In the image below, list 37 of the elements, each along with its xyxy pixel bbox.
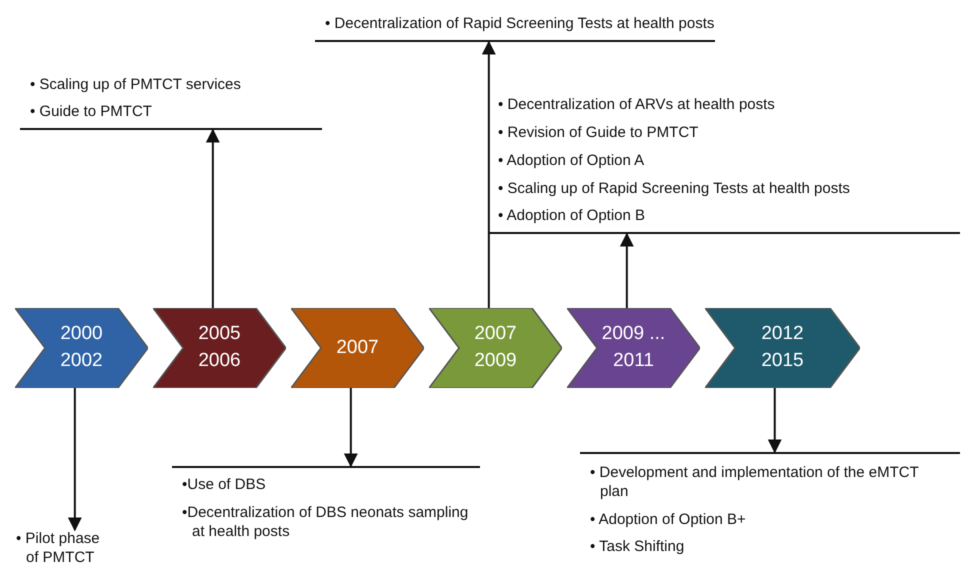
year-label: 2000 (60, 324, 103, 345)
timeline-step (429, 308, 562, 388)
year-label: 2011 (613, 351, 654, 372)
bullet-item: • Adoption of Option B+ (590, 510, 747, 530)
timeline-step (291, 308, 424, 388)
arrow (68, 388, 82, 532)
year-label: 2002 (60, 351, 103, 372)
year-label: 2007 (474, 324, 517, 345)
bullet-item: • Scaling up of PMTCT services (30, 76, 242, 94)
arrow (620, 232, 634, 308)
bullet-item: • Adoption of Option A (498, 152, 646, 170)
bullet-item: •Decentralization of DBS neonats sampling at health posts (182, 504, 470, 542)
year-label: 2012 (761, 324, 804, 345)
bullet-item: • Guide to PMTCT (30, 103, 153, 122)
arrow (206, 128, 220, 308)
arrow (482, 40, 496, 308)
year-label: 2005 (198, 324, 241, 345)
timeline-step (567, 308, 700, 388)
bullet-item: • Scaling up of Rapid Screening Tests at health posts (498, 180, 851, 198)
bullet-item: • Decentralization of Rapid Screening Tests at health posts (325, 15, 715, 34)
year-label: 2007 (336, 338, 379, 358)
bullet-item: • Decentralization of ARVs at health posts (498, 96, 776, 115)
arrow (768, 388, 782, 454)
timeline-step (153, 308, 286, 388)
bullet-item: • Revision of Guide to PMTCT (498, 124, 700, 143)
year-label: 2015 (761, 351, 804, 372)
bullet-item: • Pilot phase of PMTCT (16, 530, 101, 568)
timeline-step (705, 308, 860, 388)
bullet-item: • Development and implementation of the eMTCT plan (590, 464, 920, 502)
year-label: 2009 (474, 351, 517, 372)
arrow (344, 388, 358, 468)
bullet-item: • Task Shifting (590, 538, 686, 557)
year-label: 2006 (198, 351, 241, 372)
timeline-step (15, 308, 148, 388)
bullet-item: •Use of DBS (182, 476, 267, 495)
year-label: 2009 ... (602, 324, 666, 345)
bullet-item: • Adoption of Option B (498, 207, 646, 226)
